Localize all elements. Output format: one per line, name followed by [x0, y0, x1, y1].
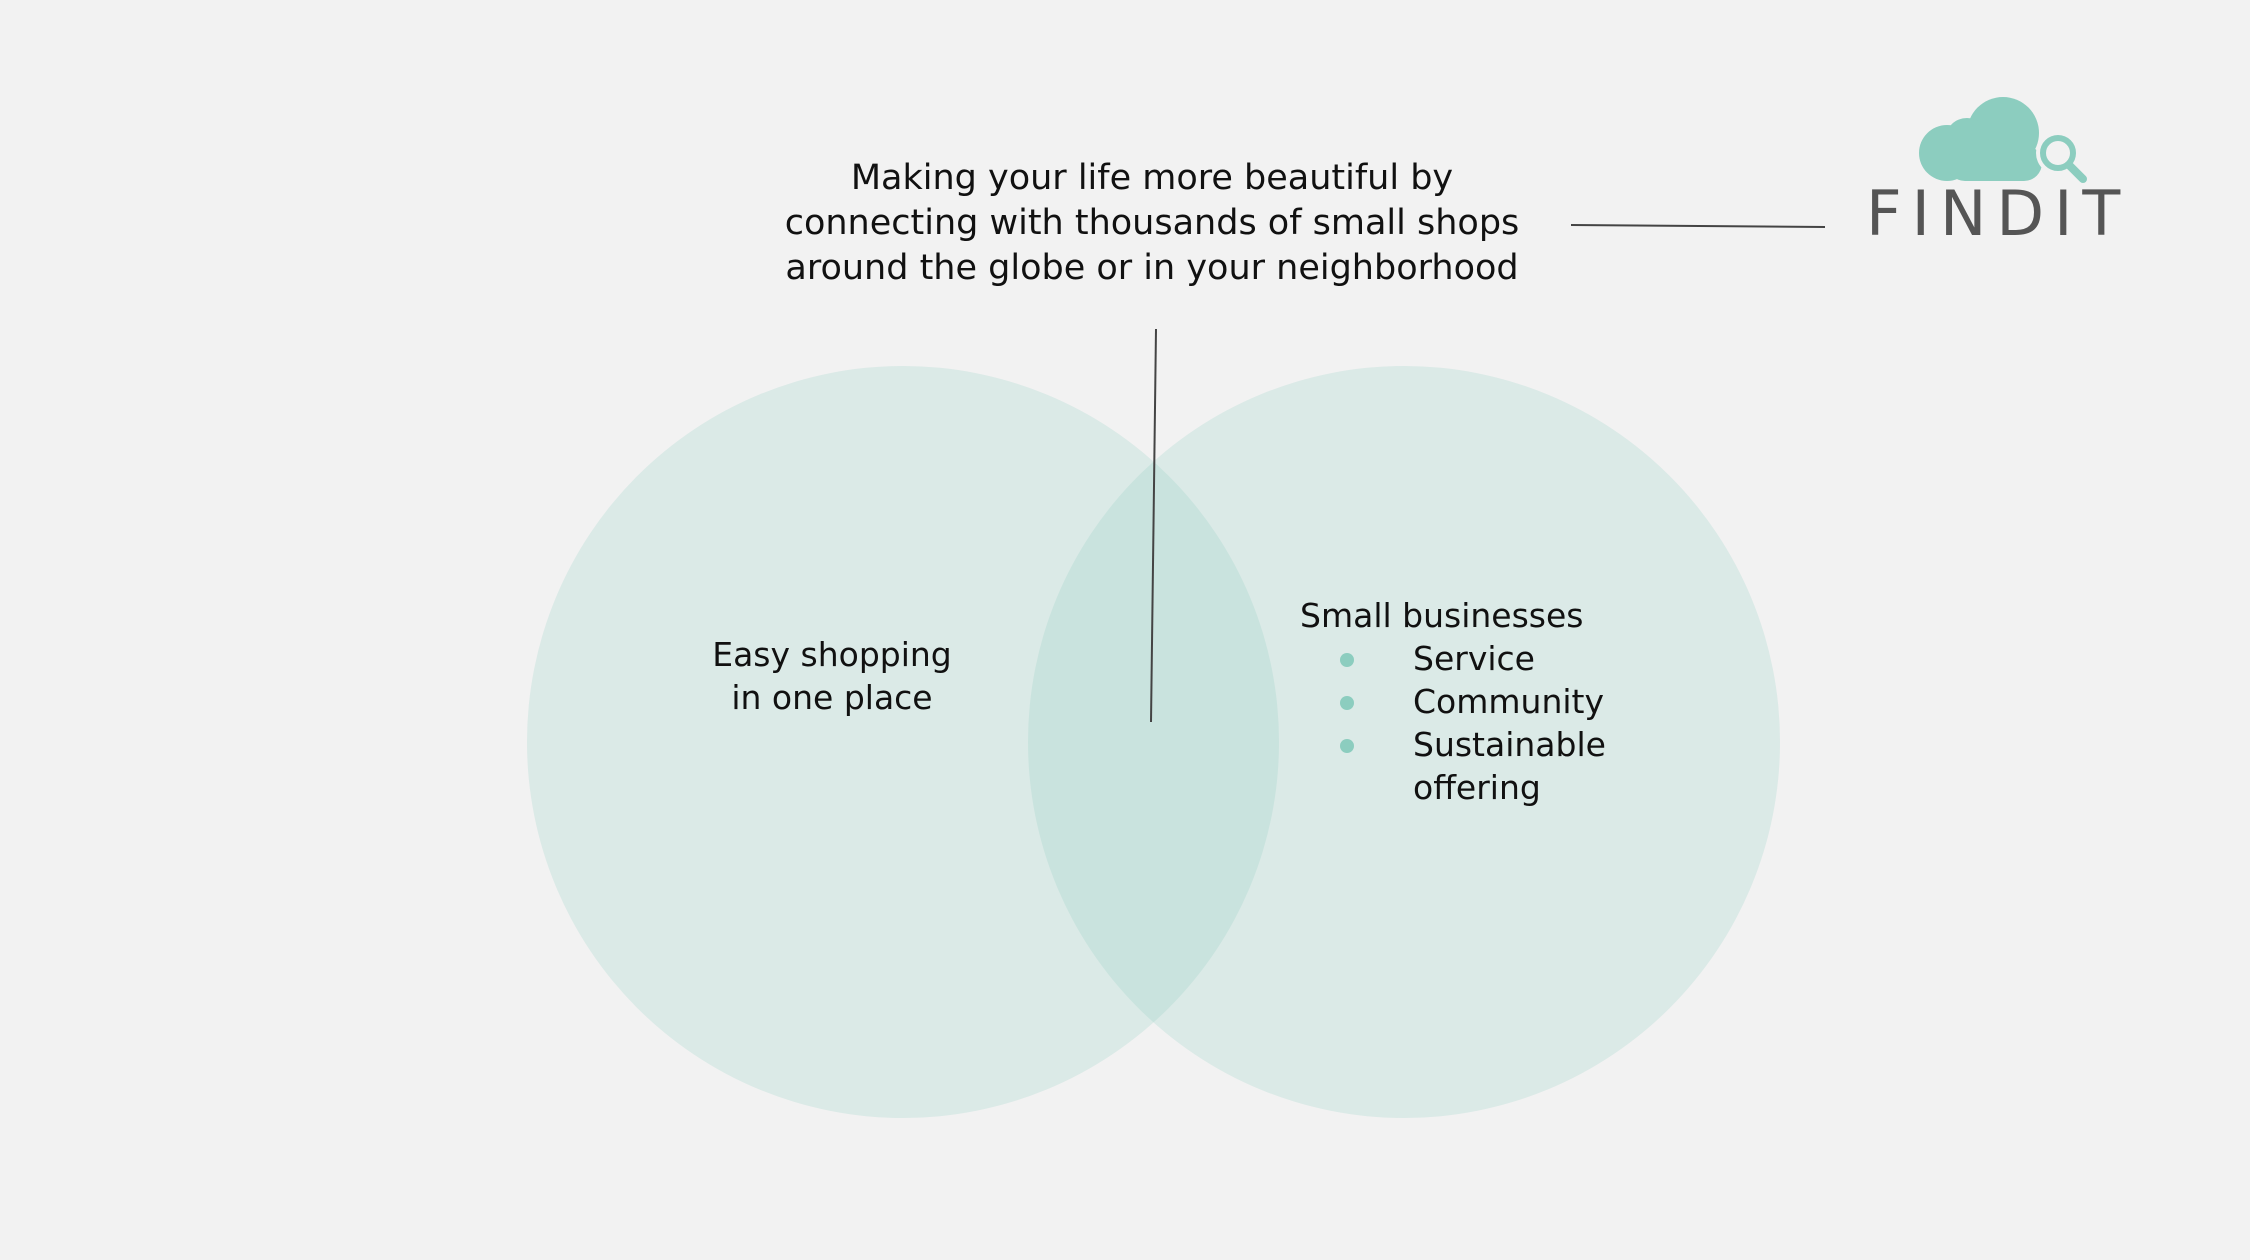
list-item: Community — [1300, 680, 1673, 723]
right-circle — [1028, 366, 1780, 1118]
right-circle-label: Small businesses Service Community Susta… — [1300, 594, 1673, 809]
left-circle-label: Easy shopping in one place — [632, 633, 1032, 719]
bullet-icon — [1340, 696, 1354, 710]
cloud-search-icon — [1919, 97, 2087, 183]
bullet-icon — [1340, 653, 1354, 667]
list-item-text: Community — [1413, 682, 1604, 721]
tagline-line: around the globe or in your neighborhood — [785, 248, 1519, 288]
list-item-text: Sustainable offering — [1413, 725, 1606, 807]
list-item-text: Service — [1413, 639, 1535, 678]
left-circle — [527, 366, 1279, 1118]
left-label-line: Easy shopping — [712, 635, 952, 674]
bullet-icon — [1340, 739, 1354, 753]
right-heading: Small businesses — [1300, 596, 1584, 635]
tagline-pointer-line — [1150, 328, 1157, 723]
tagline: Making your life more beautiful by conne… — [752, 156, 1552, 291]
left-label-line: in one place — [731, 678, 933, 717]
tagline-line: Making your life more beautiful by — [850, 158, 1454, 198]
tagline-line: connecting with thousands of small shops — [784, 203, 1520, 243]
findit-logo: FINDIT — [1860, 85, 2120, 250]
feature-list: Service Community Sustainable offering — [1300, 637, 1673, 809]
logo-text: FINDIT — [1866, 177, 2131, 250]
list-item: Service — [1300, 637, 1673, 680]
logo-connector-line — [1570, 224, 1826, 228]
list-item: Sustainable offering — [1300, 723, 1673, 809]
